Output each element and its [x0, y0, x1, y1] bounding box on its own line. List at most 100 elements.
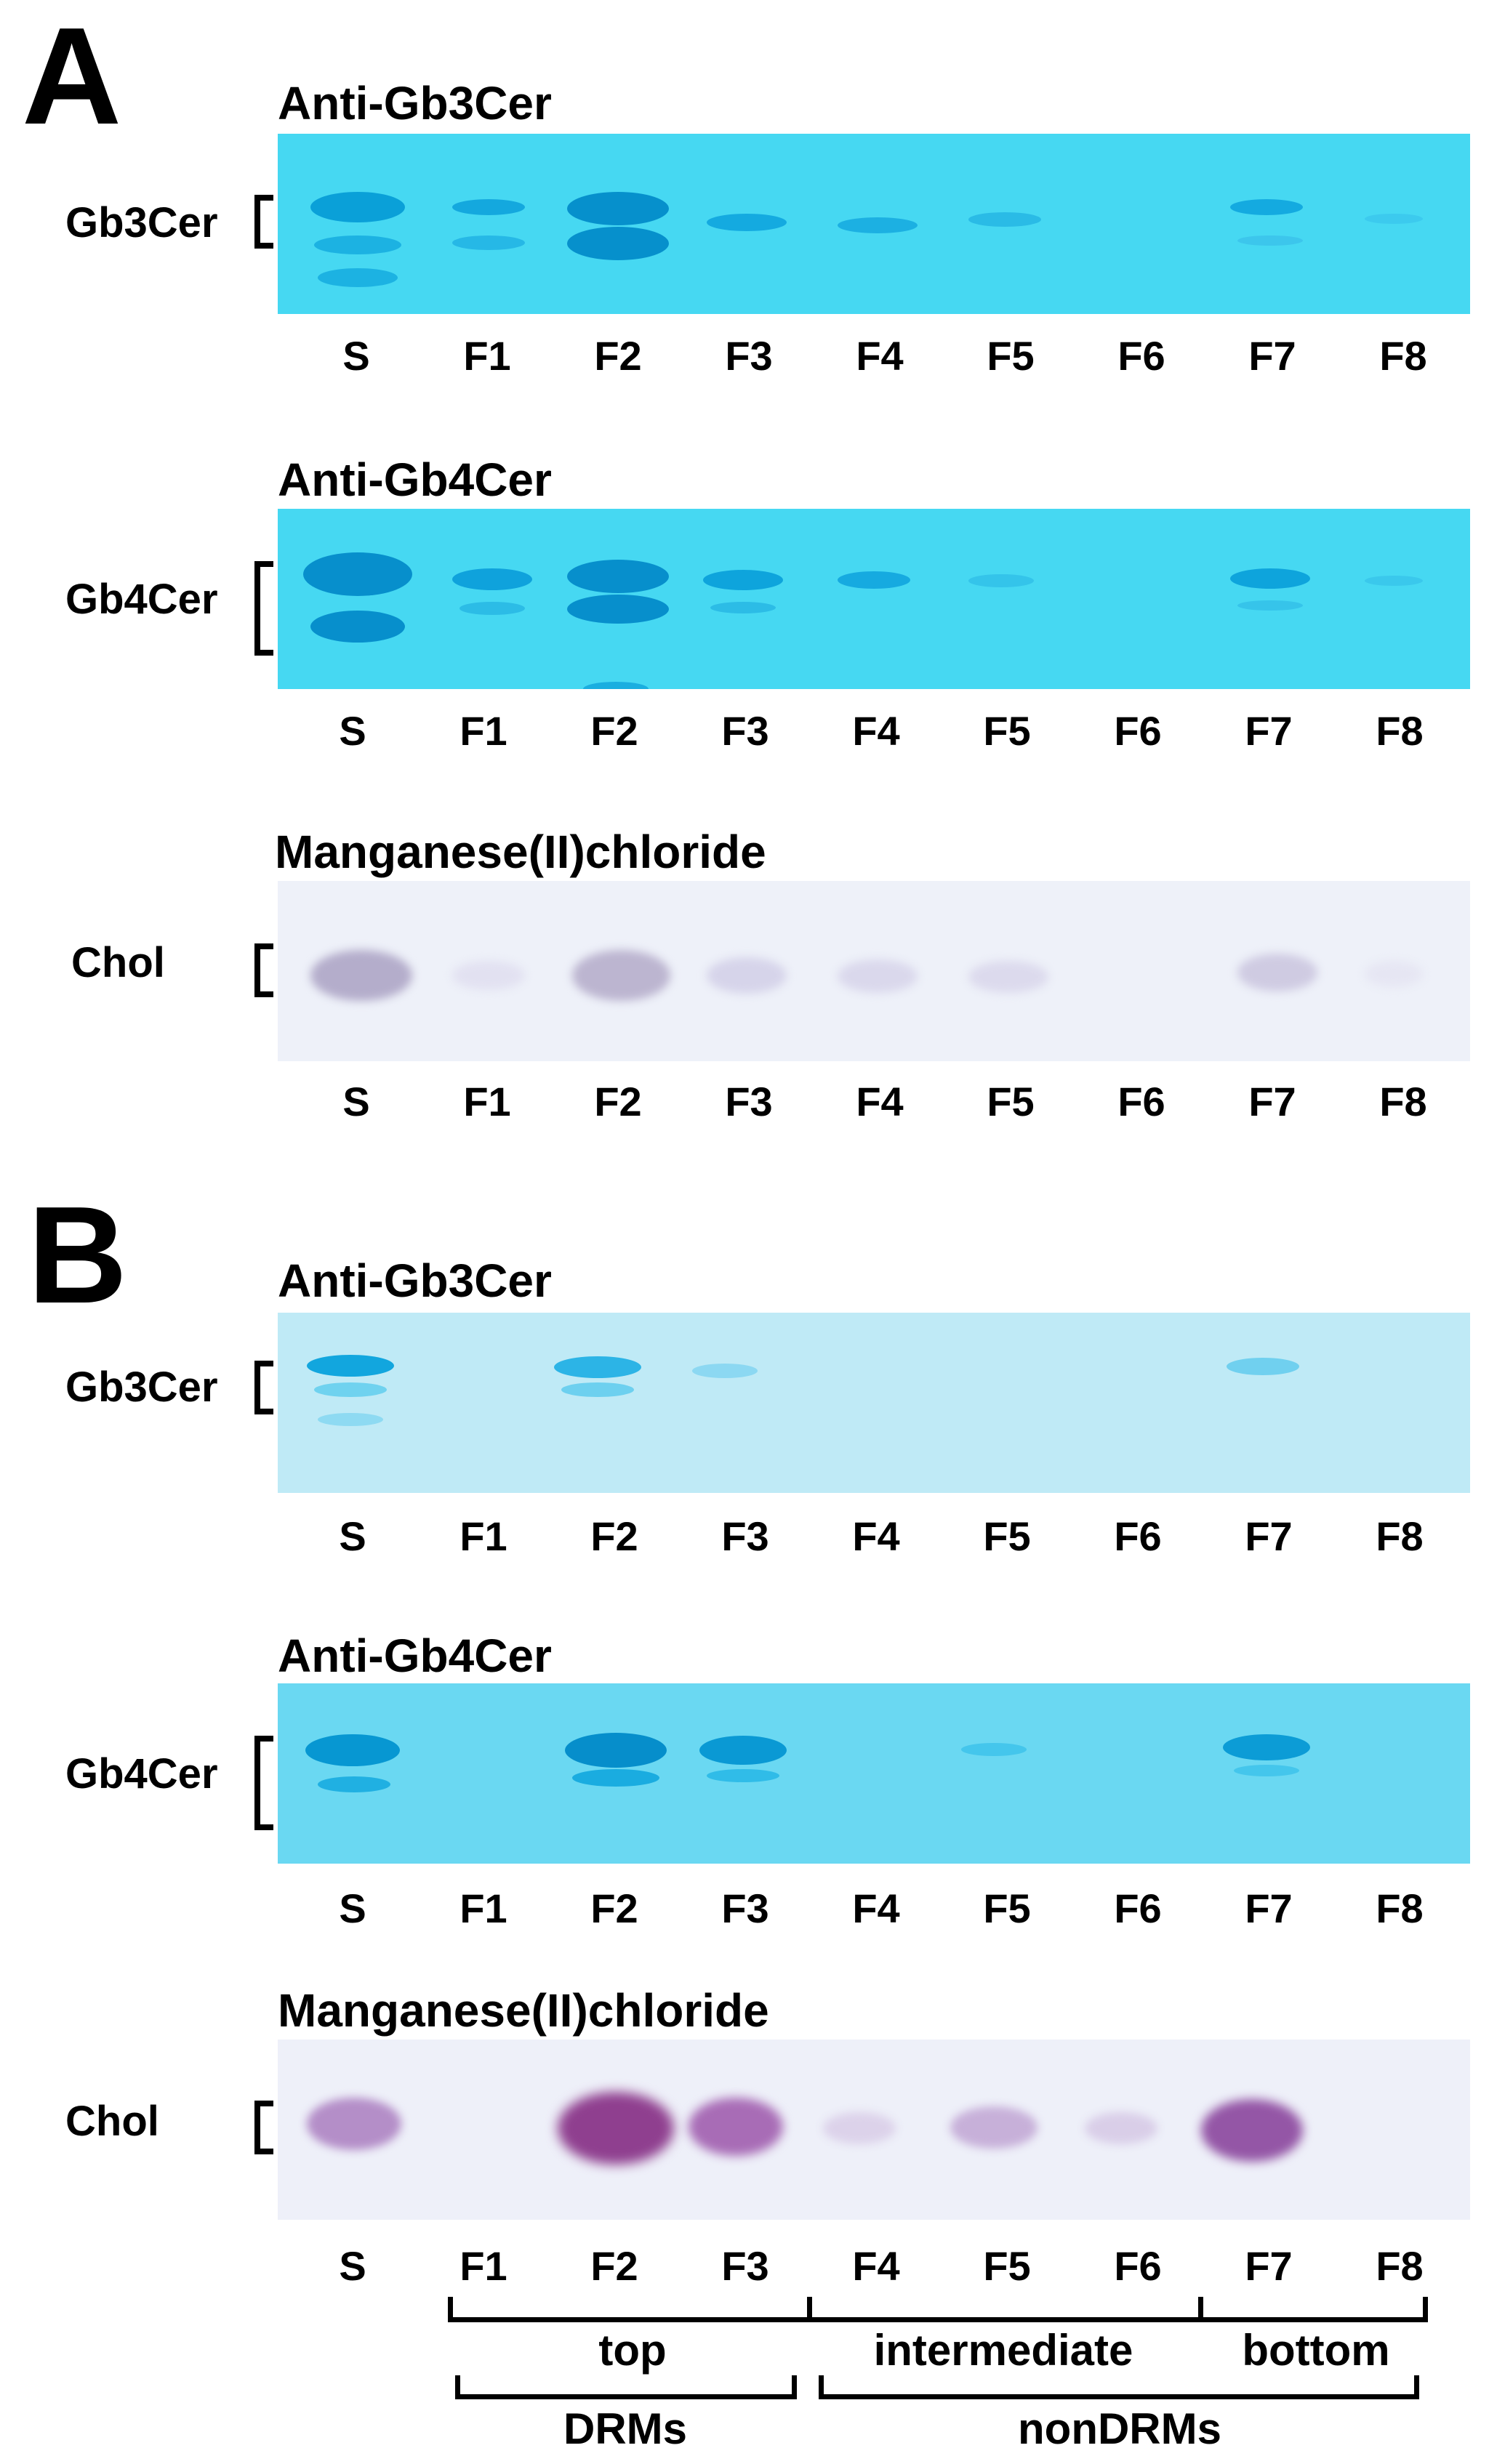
lane-label: F5 — [983, 1513, 1031, 1559]
band — [561, 1382, 634, 1397]
band-bracket — [254, 943, 273, 997]
lane-label: S — [342, 333, 370, 379]
lane-label: F5 — [983, 708, 1031, 754]
band-bracket — [254, 2101, 273, 2154]
row-label: Chol — [65, 2098, 159, 2145]
lane-label: F6 — [1117, 1079, 1165, 1124]
band — [310, 611, 405, 643]
band — [452, 199, 525, 215]
row-label: Gb4Cer — [65, 576, 218, 623]
band — [307, 2098, 401, 2150]
lane-label: F7 — [1245, 1885, 1293, 1931]
band — [452, 568, 532, 590]
lane-label: F2 — [590, 708, 638, 754]
band — [1085, 2112, 1157, 2144]
band — [823, 2112, 896, 2144]
lane-label: F8 — [1376, 2243, 1424, 2289]
lane-label: F2 — [594, 1079, 642, 1124]
band-bracket — [254, 561, 273, 656]
lane-label: S — [342, 1079, 370, 1124]
band — [554, 1356, 641, 1378]
tlc-plate-b-gb3cer — [278, 1313, 1470, 1493]
band — [452, 961, 525, 990]
lane-label: F3 — [725, 1079, 773, 1124]
band — [572, 950, 670, 1001]
band — [305, 1734, 400, 1766]
group-bracket-tick — [1198, 2297, 1203, 2322]
lane-label: F3 — [721, 2243, 769, 2289]
lane-label: F4 — [852, 2243, 900, 2289]
band — [707, 214, 787, 231]
lane-label: S — [339, 1885, 366, 1931]
group-label-intermediate: intermediate — [873, 2326, 1133, 2375]
lane-label: F5 — [987, 1079, 1035, 1124]
band — [318, 268, 398, 287]
tlc-plate-a-gb3cer — [278, 134, 1470, 314]
blot-title: Anti-Gb3Cer — [278, 77, 552, 129]
band — [838, 217, 918, 233]
lane-label: F2 — [590, 1885, 638, 1931]
band — [1201, 2099, 1303, 2162]
lane-label: F6 — [1114, 1513, 1162, 1559]
lane-label: F1 — [459, 708, 507, 754]
band — [703, 570, 783, 590]
drm-bracket-tick — [455, 2375, 460, 2399]
row-label: Gb3Cer — [65, 1364, 218, 1411]
band — [1237, 600, 1303, 611]
lane-label: F5 — [983, 2243, 1031, 2289]
band — [310, 950, 412, 1001]
band — [1234, 1765, 1299, 1776]
group-label-bottom: bottom — [1242, 2326, 1390, 2375]
band — [968, 212, 1041, 227]
band — [558, 2092, 674, 2165]
row-label: Chol — [71, 939, 165, 986]
lane-label: F4 — [852, 1885, 900, 1931]
lane-label: F1 — [459, 2243, 507, 2289]
lane-label: F6 — [1114, 1885, 1162, 1931]
band — [699, 1736, 787, 1765]
lane-label: F8 — [1376, 708, 1424, 754]
lane-label: F1 — [463, 1079, 511, 1124]
lane-label: S — [339, 1513, 366, 1559]
lane-label: F3 — [721, 1513, 769, 1559]
lane-label: F5 — [983, 1885, 1031, 1931]
group-label-top: top — [598, 2326, 667, 2375]
group-bracket-line — [448, 2317, 1428, 2322]
tlc-plate-b-gb4cer — [278, 1683, 1470, 1864]
lane-label: F2 — [590, 1513, 638, 1559]
band — [567, 595, 669, 624]
group-bracket-tick — [1423, 2297, 1428, 2322]
band — [950, 2106, 1038, 2149]
lane-label: F3 — [725, 333, 773, 379]
group-bracket-tick — [807, 2297, 812, 2322]
band — [692, 1364, 758, 1378]
band — [452, 235, 525, 250]
group-label-nondrms: nonDRMs — [1018, 2404, 1221, 2453]
nondrm-bracket-tick — [819, 2375, 824, 2399]
lane-label: F1 — [459, 1885, 507, 1931]
nondrm-bracket-tick — [1414, 2375, 1419, 2399]
lane-label: F4 — [856, 333, 904, 379]
band — [583, 682, 649, 689]
lane-label: F8 — [1376, 1513, 1424, 1559]
band — [1237, 235, 1303, 246]
lane-label: F6 — [1114, 708, 1162, 754]
lane-label: F7 — [1248, 333, 1296, 379]
drm-bracket-line — [455, 2394, 797, 2399]
band — [968, 574, 1034, 587]
blot-title: Anti-Gb4Cer — [278, 1630, 552, 1682]
blot-title: Manganese(II)chloride — [278, 1984, 769, 2037]
tlc-plate-a-gb4cer — [278, 509, 1470, 689]
lane-label: F7 — [1245, 1513, 1293, 1559]
lane-label: F7 — [1245, 708, 1293, 754]
lane-label: F8 — [1376, 1885, 1424, 1931]
group-bracket-tick — [448, 2297, 453, 2322]
lane-label: S — [339, 708, 366, 754]
band — [1223, 1734, 1310, 1760]
lane-label: F4 — [852, 1513, 900, 1559]
band-bracket — [254, 195, 273, 249]
lane-label: S — [339, 2243, 366, 2289]
panel-letter-b: B — [28, 1178, 127, 1332]
band — [961, 1743, 1027, 1756]
blot-title: Anti-Gb3Cer — [278, 1255, 552, 1307]
